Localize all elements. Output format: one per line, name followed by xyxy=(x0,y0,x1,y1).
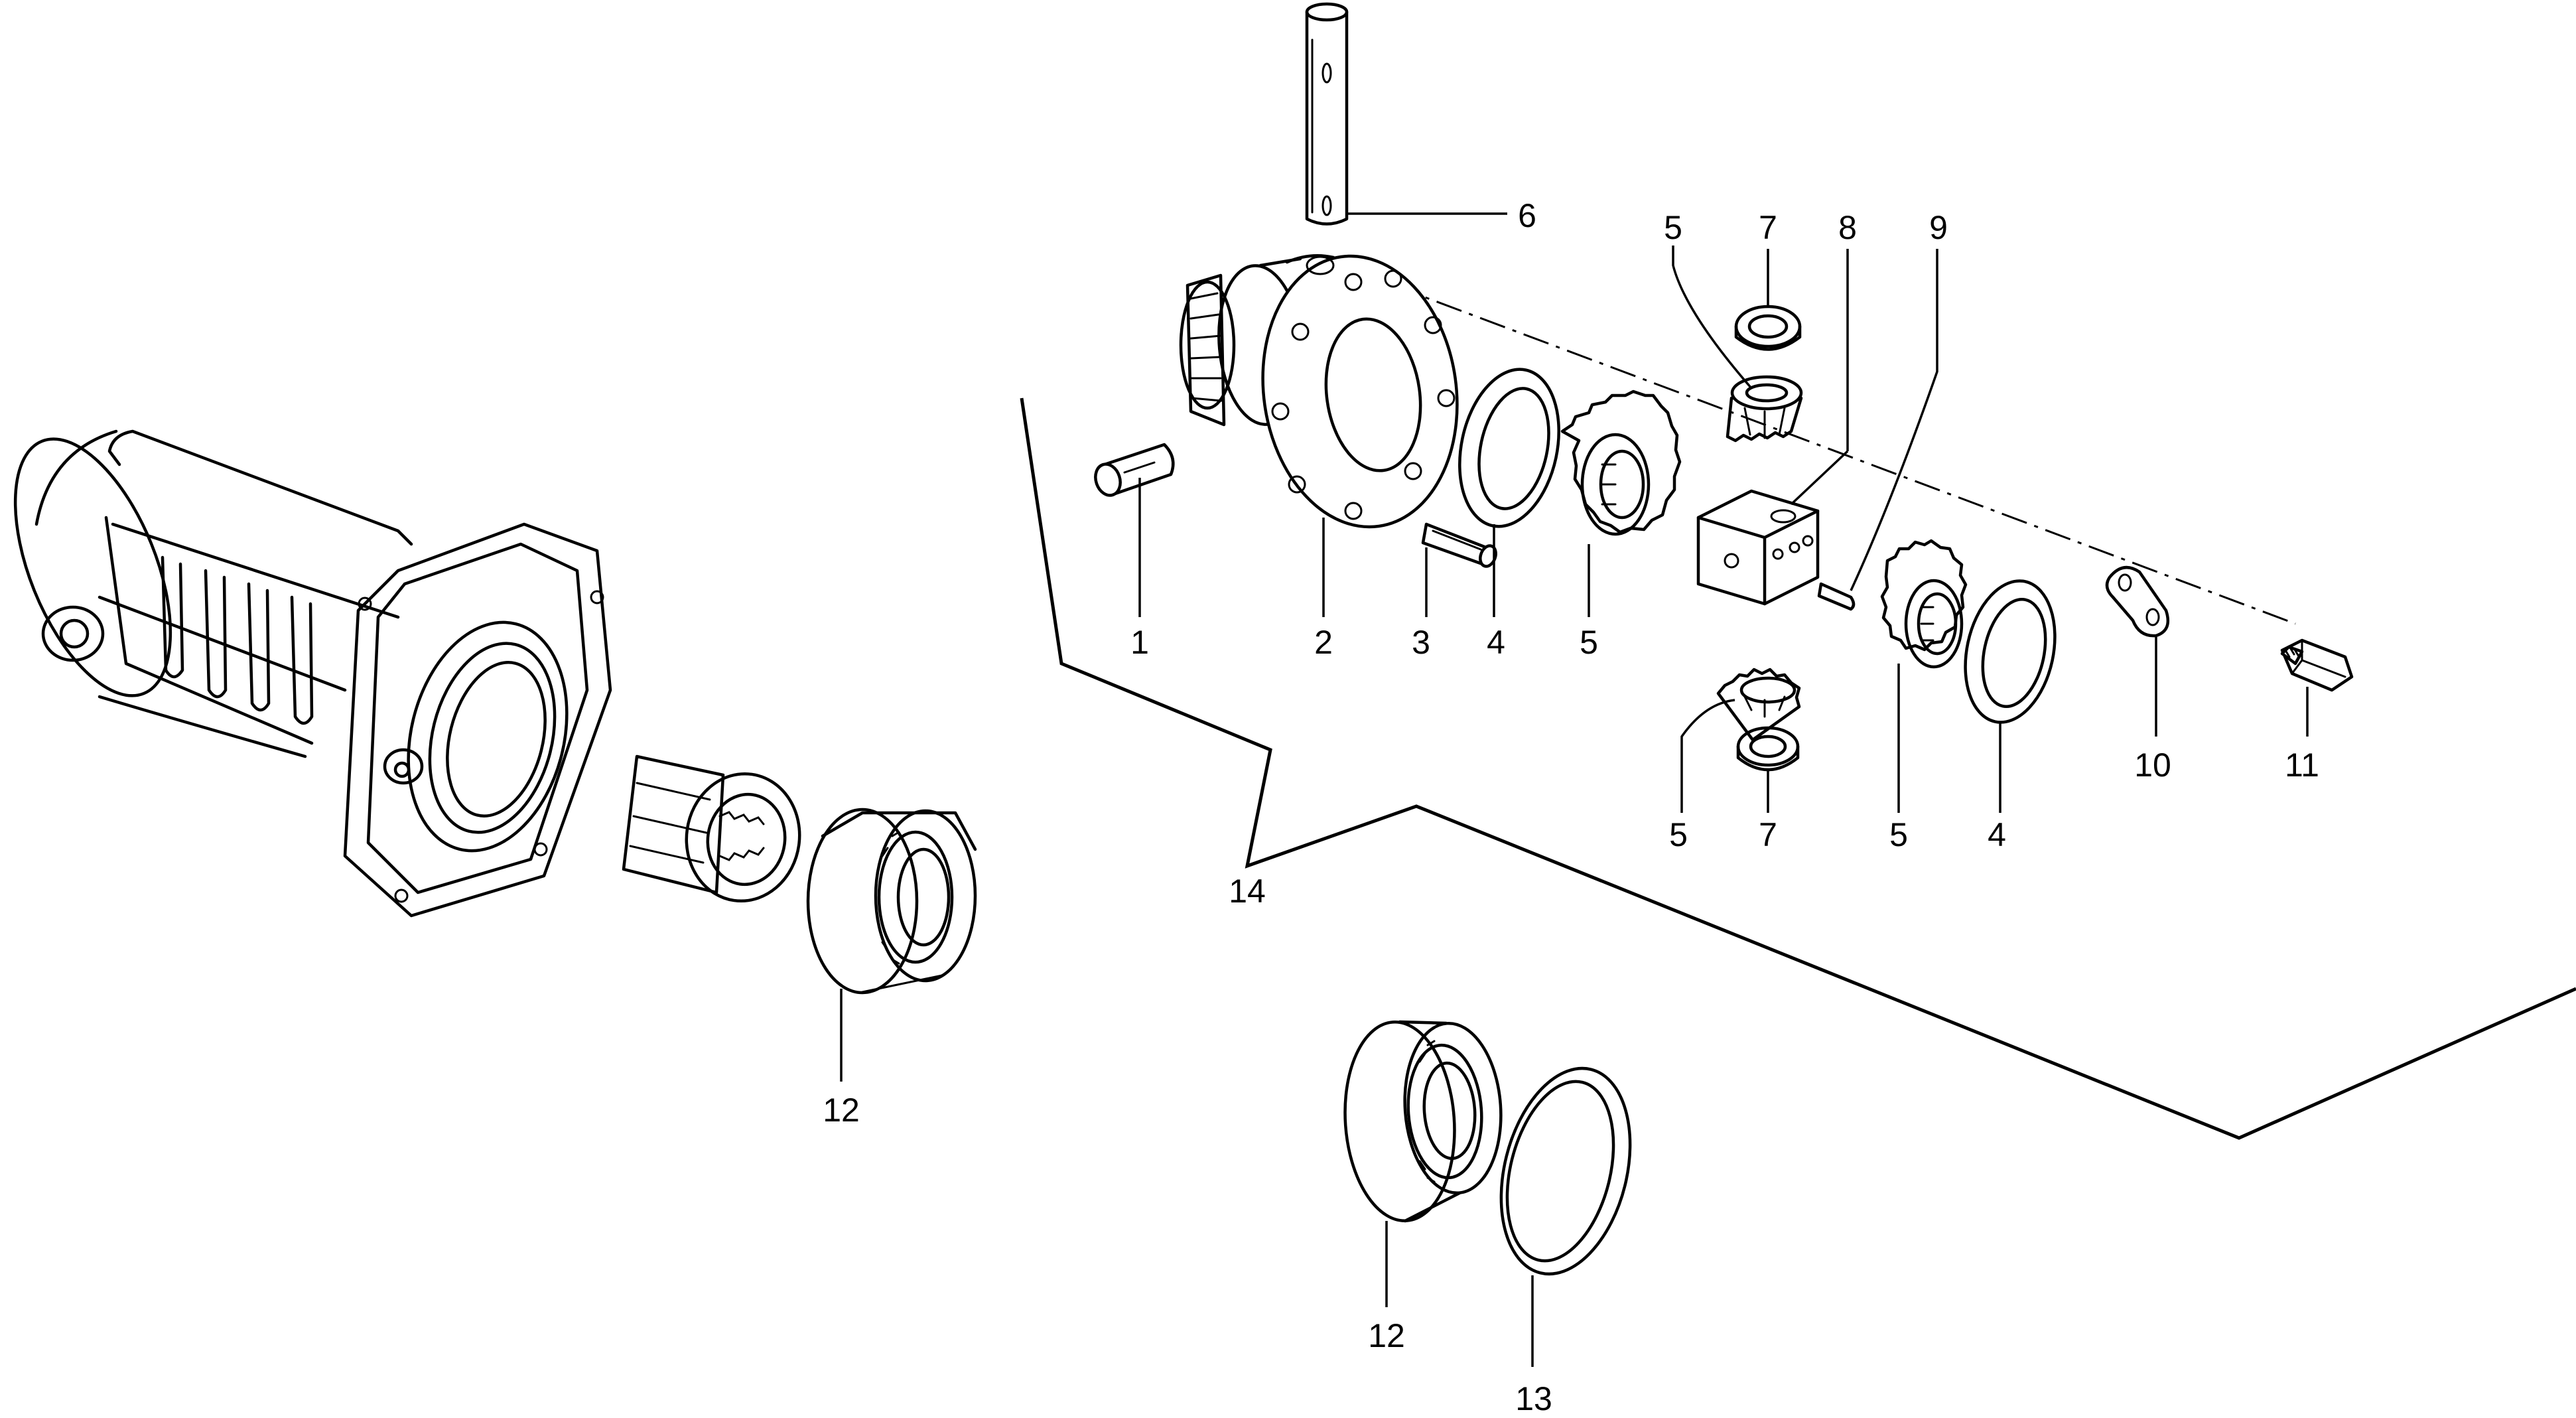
lock-plate xyxy=(2105,565,2170,638)
bearing-lower xyxy=(1343,1020,1503,1223)
assembly-group-outline xyxy=(1020,397,2576,1140)
callout-1: 1 xyxy=(1130,624,1149,661)
pin-shaft xyxy=(1305,2,1349,226)
callout-4-lower: 4 xyxy=(1988,816,2006,853)
leader-lines xyxy=(840,212,2309,1367)
snap-ring xyxy=(1499,1066,1632,1276)
callouts: 1 2 3 4 5 6 5 7 8 9 5 7 5 4 10 11 14 12 … xyxy=(823,197,2319,1417)
callout-7-upper: 7 xyxy=(1759,209,1777,246)
thrust-washer-upper xyxy=(1458,368,1560,528)
pinion-gear-lower xyxy=(1716,668,1801,742)
callout-5-side-gear-lower: 5 xyxy=(1889,816,1908,853)
splined-sleeve xyxy=(622,754,801,903)
callout-12-left: 12 xyxy=(823,1092,860,1129)
callout-5-pinion-lower: 5 xyxy=(1669,816,1688,853)
callout-14: 14 xyxy=(1229,873,1266,910)
pinion-gear-upper xyxy=(1726,375,1803,443)
side-gear-lower xyxy=(1880,539,1968,669)
callout-5-side-gear-upper: 5 xyxy=(1580,624,1598,661)
small-pin xyxy=(1817,582,1856,611)
thrust-washer-small-lower xyxy=(1736,726,1800,772)
cross-block xyxy=(1696,489,1820,606)
thrust-washer-small-upper xyxy=(1734,305,1802,351)
callout-13: 13 xyxy=(1515,1380,1552,1417)
callout-11: 11 xyxy=(2285,746,2319,784)
callout-7-lower: 7 xyxy=(1759,816,1777,853)
callout-9: 9 xyxy=(1929,209,1948,246)
differential-case xyxy=(1179,253,1459,529)
spring-pin xyxy=(1421,522,1497,568)
bearing-left xyxy=(806,808,977,995)
callout-2: 2 xyxy=(1314,624,1333,661)
callout-8: 8 xyxy=(1838,209,1857,246)
callout-5-pinion-upper: 5 xyxy=(1664,209,1682,246)
callout-6: 6 xyxy=(1518,197,1536,234)
roll-pin xyxy=(1094,443,1175,497)
hex-bolt xyxy=(2280,638,2354,692)
callout-4-upper: 4 xyxy=(1487,624,1505,661)
callout-12-lower: 12 xyxy=(1368,1317,1405,1354)
callout-3: 3 xyxy=(1412,624,1430,661)
axle-housing xyxy=(13,429,612,918)
callout-10: 10 xyxy=(2134,746,2171,784)
thrust-washer-lower xyxy=(1964,579,2057,724)
side-gear-upper xyxy=(1560,390,1682,536)
